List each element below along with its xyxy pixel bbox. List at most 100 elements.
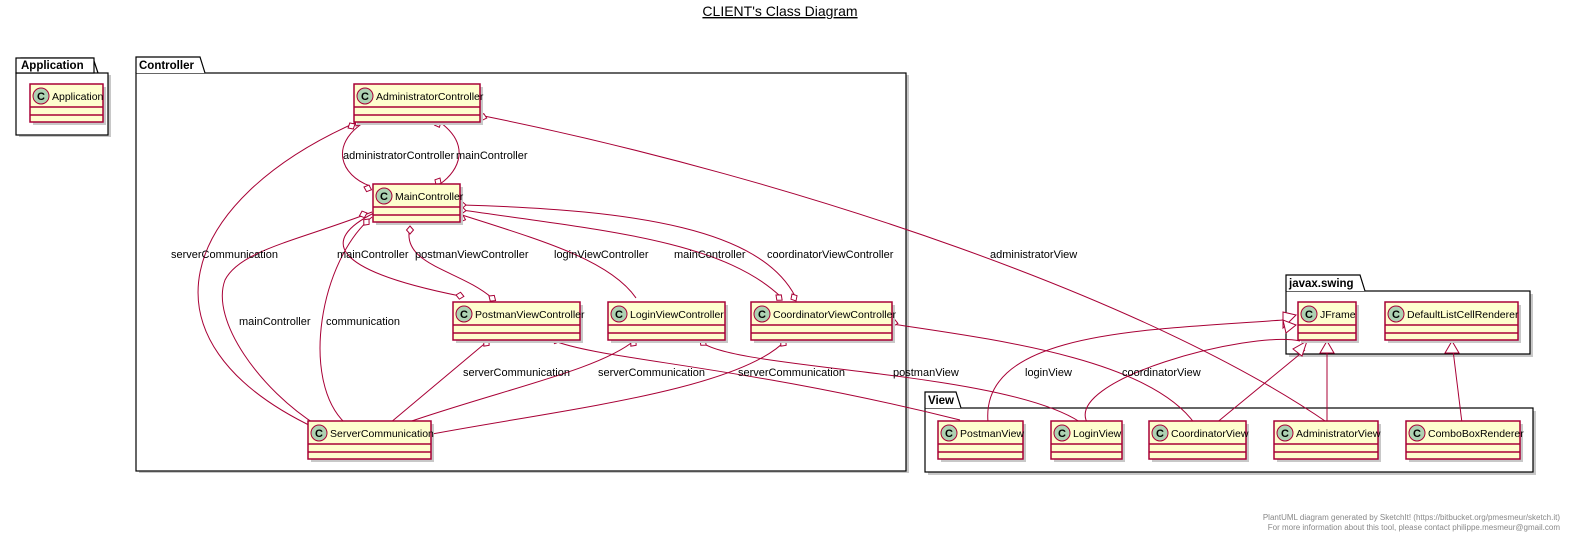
line-main-controller-a — [439, 122, 460, 185]
package-label-view: View — [928, 395, 954, 407]
class-marker-letter: C — [361, 91, 369, 103]
class-marker-letter: C — [380, 191, 388, 203]
relation-lines — [197, 115, 1463, 435]
class-postman-view-controller[interactable]: C PostmanViewController — [452, 301, 585, 343]
class-coordinator-view[interactable]: C CoordinatorView — [1148, 420, 1249, 462]
class-server-communication[interactable]: C ServerCommunication — [307, 420, 434, 462]
package-label-controller: Controller — [139, 60, 194, 72]
label-main-controller-d: mainController — [239, 316, 311, 328]
class-marker-letter: C — [945, 428, 953, 440]
class-box — [307, 420, 432, 460]
class-marker-icon — [455, 305, 473, 323]
label-main-controller-c: mainController — [674, 249, 746, 261]
class-marker-letter: C — [1305, 309, 1313, 321]
line-communication — [319, 216, 373, 424]
class-marker-letter: C — [615, 309, 623, 321]
relation-labels: administratorController mainController s… — [171, 150, 1201, 379]
class-name: DefaultListCellRenderer — [1407, 309, 1519, 321]
footer-line-2: For more information about this tool, pl… — [1268, 523, 1561, 532]
class-box — [607, 301, 726, 341]
class-box — [452, 301, 581, 341]
label-server-communication-login: serverCommunication — [598, 367, 705, 379]
label-server-communication-postman: serverCommunication — [463, 367, 570, 379]
package-label-application: Application — [21, 60, 84, 72]
line-postman-view — [551, 339, 961, 421]
class-name: LoginView — [1073, 428, 1122, 440]
label-server-communication-admin: serverCommunication — [171, 249, 278, 261]
label-server-communication-coordinator: serverCommunication — [738, 367, 845, 379]
class-marker-icon — [753, 305, 771, 323]
class-marker-letter: C — [758, 309, 766, 321]
class-name: CoordinatorView — [1171, 428, 1249, 440]
class-marker-letter: C — [1058, 428, 1066, 440]
class-default-list-cell-renderer[interactable]: C DefaultListCellRenderer — [1384, 301, 1521, 343]
line-combobox-extends-renderer — [1452, 349, 1463, 424]
class-name: PostmanView — [960, 428, 1024, 440]
class-marker-icon — [1276, 424, 1294, 442]
class-marker-icon — [32, 87, 50, 105]
class-name: ComboBoxRenderer — [1428, 428, 1524, 440]
label-main-controller-b: mainController — [337, 249, 409, 261]
line-main-controller-c — [461, 209, 781, 297]
class-marker-icon — [356, 87, 374, 105]
class-marker-letter: C — [37, 91, 45, 103]
label-coordinator-view: coordinatorView — [1122, 367, 1201, 379]
line-main-controller-d — [221, 211, 373, 427]
class-box — [1405, 420, 1521, 460]
class-administrator-view[interactable]: C AdministratorView — [1273, 420, 1381, 462]
line-server-communication-postman — [389, 339, 490, 424]
class-postman-view[interactable]: C PostmanView — [937, 420, 1026, 462]
class-administrator-controller[interactable]: C AdministratorController — [353, 83, 484, 125]
class-marker-icon — [940, 424, 958, 442]
class-marker-icon — [1387, 305, 1405, 323]
label-postman-view: postmanView — [893, 367, 959, 379]
class-marker-icon — [1151, 424, 1169, 442]
line-login-view — [699, 340, 1081, 423]
label-postman-view-controller: postmanViewController — [415, 249, 529, 261]
class-login-view-controller[interactable]: C LoginViewController — [607, 301, 728, 343]
class-name: AdministratorView — [1296, 428, 1381, 440]
class-marker-letter: C — [1392, 309, 1400, 321]
class-coordinator-view-controller[interactable]: C CoordinatorViewController — [750, 301, 896, 343]
class-marker-letter: C — [460, 309, 468, 321]
class-name: MainController — [395, 191, 464, 203]
line-main-controller-b — [342, 212, 461, 297]
line-administrator-view — [483, 115, 1329, 424]
label-administrator-view: administratorView — [990, 249, 1077, 261]
class-marker-icon — [1408, 424, 1426, 442]
package-label-javax-swing: javax.swing — [1288, 278, 1354, 290]
line-postman-extends-jframe — [987, 319, 1284, 423]
class-box — [1384, 301, 1519, 341]
class-marker-icon — [1053, 424, 1071, 442]
class-jframe[interactable]: C JFrame — [1297, 301, 1359, 343]
line-login-extends-jframe — [1084, 339, 1301, 425]
class-name: JFrame — [1320, 309, 1356, 321]
line-server-communication-admin — [197, 121, 358, 429]
label-coordinator-view-controller: coordinatorViewController — [767, 249, 894, 261]
class-combo-box-renderer[interactable]: C ComboBoxRenderer — [1405, 420, 1524, 462]
inheritance-arrowheads — [1282, 311, 1460, 357]
class-name: CoordinatorViewController — [773, 309, 896, 321]
class-marker-letter: C — [1156, 428, 1164, 440]
class-marker-letter: C — [1413, 428, 1421, 440]
class-name: ServerCommunication — [330, 428, 434, 440]
label-login-view-controller: loginViewController — [554, 249, 649, 261]
label-communication: communication — [326, 316, 400, 328]
class-name: AdministratorController — [376, 91, 484, 103]
class-marker-letter: C — [315, 428, 323, 440]
label-login-view: loginView — [1025, 367, 1072, 379]
class-login-view[interactable]: C LoginView — [1050, 420, 1125, 462]
line-server-communication-login — [399, 339, 636, 426]
diagram-title: CLIENT's Class Diagram — [702, 3, 857, 19]
class-name: PostmanViewController — [475, 309, 585, 321]
class-name: LoginViewController — [630, 309, 724, 321]
label-main-controller-a: mainController — [456, 150, 528, 162]
line-postman-view-controller — [408, 226, 493, 299]
class-box — [353, 83, 481, 123]
class-box — [750, 301, 893, 341]
class-main-controller[interactable]: C MainController — [372, 183, 464, 225]
class-marker-letter: C — [1281, 428, 1289, 440]
